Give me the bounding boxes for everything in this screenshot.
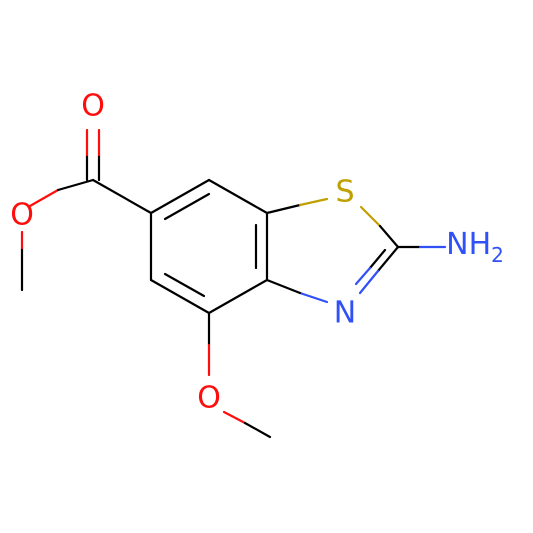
atom-n-amino: NH2 [446,227,504,267]
bond-ring-c4-c5 [149,278,211,315]
bond-o-methyl-b [243,421,272,439]
atom-o-ester: O [10,198,34,233]
bond-ester-o-carbon-a [28,188,60,208]
bond-c2-n-a [376,245,400,273]
bond-ring-c3a-c4 [207,278,269,315]
atom-n-amino-subscript: 2 [491,243,504,267]
bond-n-c3a-b [265,278,302,295]
atom-o-carbonyl: O [81,89,105,124]
bond-ester-ring [91,178,153,215]
bond-o-methyl-a [222,410,247,425]
atom-label-layer: O O O S N NH2 [10,89,504,416]
bond-n-c3a-a [298,291,329,304]
atom-n-ring: N [334,296,356,331]
bond-layer [20,128,447,439]
bond-c2-n-b [358,269,380,295]
bond-c2-n-inner-b [354,266,372,286]
bond-c2-n-inner-a [368,248,387,270]
bond-ring-inner-3 [163,272,206,298]
atom-o-methoxy: O [197,381,221,416]
bond-c7a-s-b [298,197,329,207]
bond-ring-c6-c7 [149,178,211,215]
bond-ring-inner-1 [163,192,211,221]
bond-s-c2-b [378,224,400,249]
atom-n-amino-main: NH [446,227,491,262]
bond-ring-c7-c7a [207,178,269,215]
bond-c7a-s-a [265,203,302,215]
bond-s-c2-a [359,205,382,228]
bond-ester-o-carbon-b [56,178,95,192]
atom-s-ring: S [335,175,354,210]
